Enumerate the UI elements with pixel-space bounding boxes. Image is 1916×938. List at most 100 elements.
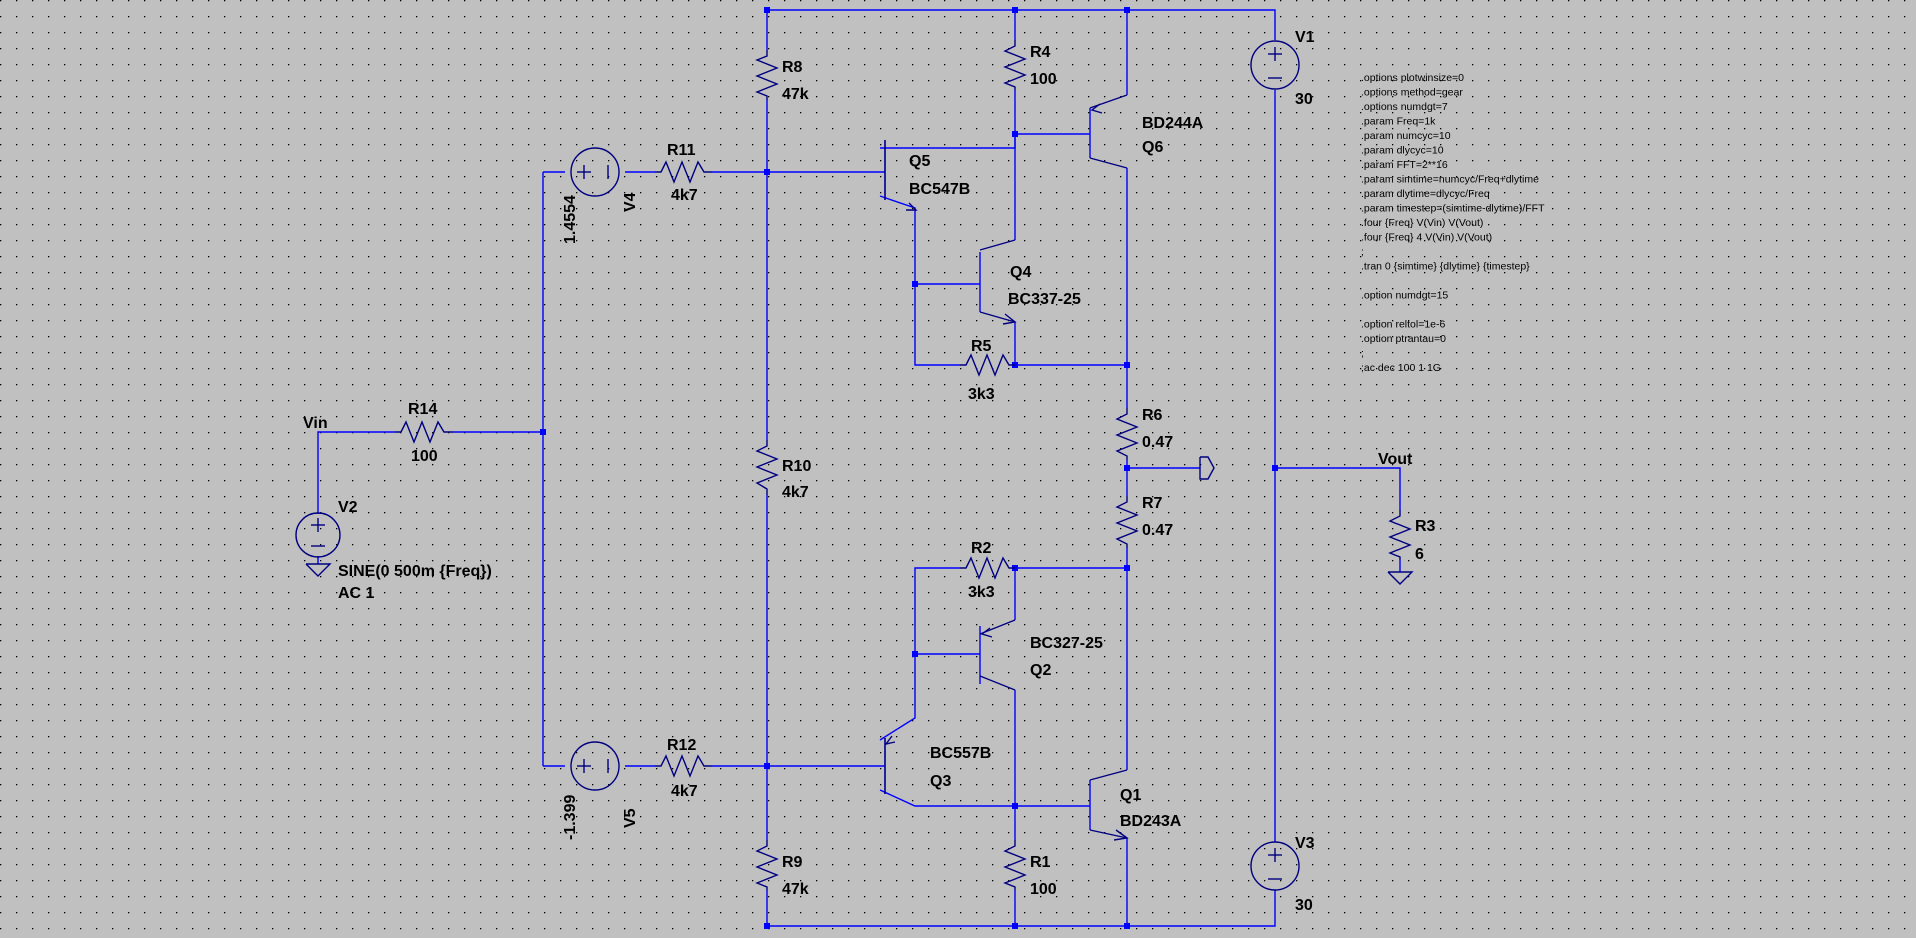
resistor-icon[interactable] <box>655 754 712 778</box>
r10-value: 4k7 <box>782 484 809 501</box>
directive-line: .option numdgt=15 <box>1361 290 1448 302</box>
directive-line: .options plotwinsize=0 <box>1361 72 1464 84</box>
ground-icon <box>305 563 332 577</box>
resistor-icon[interactable] <box>395 420 453 444</box>
resistor-icon[interactable] <box>1388 510 1412 560</box>
r1-value: 100 <box>1030 881 1057 898</box>
r2-value: 3k3 <box>968 584 995 601</box>
r9-value: 47k <box>782 881 809 898</box>
component-labels: Vin Vout R14 100 V2 SINE(0 500m {Freq}) … <box>303 29 1436 914</box>
resistor-icon[interactable] <box>1115 408 1139 460</box>
ground-icon <box>1387 571 1414 585</box>
r6-value: 0.47 <box>1142 434 1173 451</box>
net-label-vin: Vin <box>303 415 328 432</box>
r9-label: R9 <box>782 854 803 871</box>
r12-label: R12 <box>667 737 696 754</box>
q5-model: BC547B <box>909 181 970 198</box>
directive-line: ; <box>1361 348 1364 360</box>
resistor-icon[interactable] <box>655 160 712 184</box>
directive-line: .option ptrantau=0 <box>1361 333 1446 345</box>
v2-value: SINE(0 500m {Freq}) <box>338 563 492 580</box>
v1-value: 30 <box>1295 91 1313 108</box>
directive-line: .tran 0 {simtime} {dlytime} {timestep} <box>1361 261 1530 273</box>
q1-label: Q1 <box>1120 787 1141 804</box>
r2-label: R2 <box>971 540 992 557</box>
r4-value: 100 <box>1030 71 1057 88</box>
q6-model: BD244A <box>1142 115 1204 132</box>
q4-label: Q4 <box>1010 264 1031 281</box>
r3-value: 6 <box>1415 546 1424 563</box>
directive-line: .four {Freq} 4 V(Vin) V(Vout) <box>1361 232 1492 244</box>
r8-value: 47k <box>782 86 809 103</box>
v3-label: V3 <box>1295 835 1315 852</box>
pnp-transistor-icon[interactable] <box>979 619 1016 691</box>
v5-label: V5 <box>622 808 639 828</box>
directive-line: .param numcyc=10 <box>1361 130 1451 142</box>
r5-label: R5 <box>971 338 992 355</box>
v3-value: 30 <box>1295 897 1313 914</box>
r1-label: R1 <box>1030 854 1051 871</box>
resistor-icon[interactable] <box>755 840 779 890</box>
voltage-source-icon[interactable] <box>570 147 620 197</box>
resistor-icon[interactable] <box>960 353 1015 377</box>
pnp-transistor-icon[interactable] <box>1089 94 1128 169</box>
directive-line: .four {Freq} V(Vin) V(Vout) <box>1361 217 1483 229</box>
spice-directives[interactable]: .options plotwinsize=0 .options method=ge… <box>1361 72 1545 374</box>
q6-label: Q6 <box>1142 139 1163 156</box>
directive-line: .options method=gear <box>1361 87 1463 99</box>
resistor-icon[interactable] <box>1003 40 1027 90</box>
v4-label: V4 <box>622 192 639 212</box>
q2-model: BC327-25 <box>1030 635 1103 652</box>
resistor-icon[interactable] <box>960 556 1015 580</box>
q3-model: BC557B <box>930 745 991 762</box>
r7-label: R7 <box>1142 495 1163 512</box>
v2-label: V2 <box>338 499 358 516</box>
r3-label: R3 <box>1415 518 1436 535</box>
r14-value: 100 <box>411 448 438 465</box>
directive-line: .param simtime=numcyc/Freq+dlytime <box>1361 174 1539 186</box>
voltage-source-icon[interactable] <box>1250 40 1300 90</box>
q1-model: BD243A <box>1120 813 1182 830</box>
r11-label: R11 <box>667 142 696 159</box>
r14-label: R14 <box>408 401 437 418</box>
directive-line: .param FFT=2**16 <box>1361 159 1448 171</box>
directive-line: .options numdgt=7 <box>1361 101 1448 113</box>
directive-line: .param Freq=1k <box>1361 116 1436 128</box>
r8-label: R8 <box>782 59 803 76</box>
pnp-transistor-icon[interactable] <box>884 735 896 794</box>
v5-value: -1.399 <box>562 795 579 840</box>
directive-line: ;ac dec 100 1 1G <box>1361 362 1441 374</box>
v2-ac: AC 1 <box>338 585 375 602</box>
q3-label: Q3 <box>930 773 951 790</box>
v1-label: V1 <box>1295 29 1315 46</box>
directive-line: .param timestep=(simtime-dlytime)/FFT <box>1361 203 1545 215</box>
resistor-icon[interactable] <box>1115 496 1139 548</box>
resistor-icon[interactable] <box>1003 840 1027 890</box>
voltage-source-icon[interactable] <box>570 741 620 791</box>
npn-transistor-icon[interactable] <box>1089 769 1129 841</box>
r4-label: R4 <box>1030 44 1051 61</box>
directive-line: ; <box>1361 246 1364 258</box>
npn-transistor-icon[interactable] <box>979 239 1017 325</box>
r11-value: 4k7 <box>671 187 698 204</box>
net-label-vout: Vout <box>1378 451 1413 468</box>
voltage-source-icon[interactable] <box>1250 841 1300 891</box>
r5-value: 3k3 <box>968 386 995 403</box>
directive-line: .param dlytime=dlycyc/Freq <box>1361 188 1490 200</box>
voltage-source-icon[interactable] <box>295 512 341 558</box>
v4-value: 1.4554 <box>562 195 579 244</box>
resistor-icon[interactable] <box>755 50 779 100</box>
directive-line: .param dlycyc=10 <box>1361 145 1444 157</box>
r7-value: 0.47 <box>1142 522 1173 539</box>
resistor-icon[interactable] <box>755 440 779 495</box>
npn-transistor-icon[interactable] <box>884 140 918 211</box>
r12-value: 4k7 <box>671 783 698 800</box>
q5-label: Q5 <box>909 153 930 170</box>
q4-model: BC337-25 <box>1008 291 1081 308</box>
q2-label: Q2 <box>1030 662 1051 679</box>
output-port-icon <box>1199 456 1215 480</box>
r10-label: R10 <box>782 458 811 475</box>
directive-line: .option reltol=1e-6 <box>1361 319 1446 331</box>
